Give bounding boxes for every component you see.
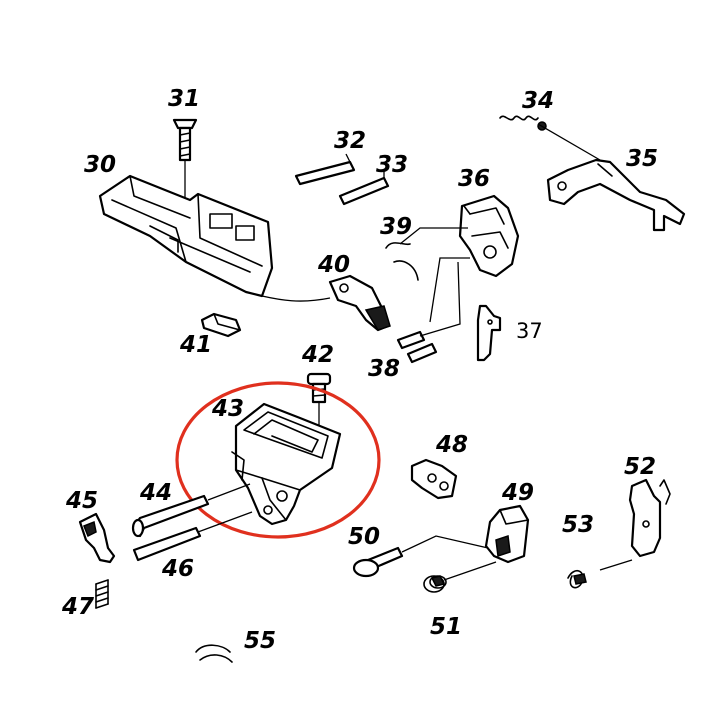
label-34: 34: [522, 88, 554, 114]
part-51-spring: [423, 561, 497, 593]
part-46-pin: [132, 511, 253, 562]
part-52-lever: [599, 478, 671, 571]
label-37: 37: [516, 319, 543, 343]
part-32-pin: [294, 153, 356, 186]
label-38: 38: [368, 356, 400, 382]
label-39: 39: [380, 214, 412, 240]
part-30-frame: [98, 174, 331, 302]
part-55-partial: [195, 644, 233, 663]
label-41: 41: [179, 332, 212, 358]
label-53: 53: [562, 512, 594, 538]
part-43-housing: [231, 402, 342, 526]
label-48: 48: [435, 432, 468, 458]
part-37-sear: [476, 304, 502, 362]
label-36: 36: [458, 166, 490, 192]
part-40-disconnector: [328, 274, 391, 332]
label-33: 33: [376, 152, 408, 178]
label-45: 45: [65, 488, 98, 514]
part-31-screw: [172, 118, 198, 205]
label-51: 51: [430, 614, 462, 640]
label-32: 32: [334, 128, 366, 154]
label-50: 50: [348, 524, 380, 550]
part-33-pin: [338, 170, 390, 206]
label-42: 42: [301, 342, 334, 368]
label-40: 40: [317, 252, 350, 278]
label-35: 35: [626, 146, 658, 172]
label-55: 55: [244, 628, 276, 654]
part-50-pin: [352, 535, 489, 578]
part-44-pin: [131, 483, 251, 538]
label-52: 52: [624, 454, 656, 480]
part-45-trigger: [78, 512, 116, 564]
label-31: 31: [168, 86, 200, 112]
part-38-pins: [396, 261, 461, 364]
part-labels: 31 30 32 33 34 35 36 37 38 39 40 41 42 4…: [61, 86, 658, 654]
part-35-trigger-bar: [546, 158, 686, 232]
label-47: 47: [61, 594, 94, 620]
part-39-spring: [385, 242, 419, 281]
label-30: 30: [84, 152, 116, 178]
part-47-spring: [95, 579, 109, 609]
part-34-spring: [499, 115, 601, 161]
part-49-safety: [484, 504, 530, 564]
label-46: 46: [161, 556, 194, 582]
highlight-ellipse: [175, 381, 381, 539]
part-36-hammer: [399, 194, 520, 323]
part-41-block: [200, 312, 242, 338]
part-48-block: [410, 458, 458, 500]
label-49: 49: [501, 480, 534, 506]
label-43: 43: [211, 396, 244, 422]
label-44: 44: [139, 480, 172, 506]
part-53-spring: [567, 570, 587, 589]
